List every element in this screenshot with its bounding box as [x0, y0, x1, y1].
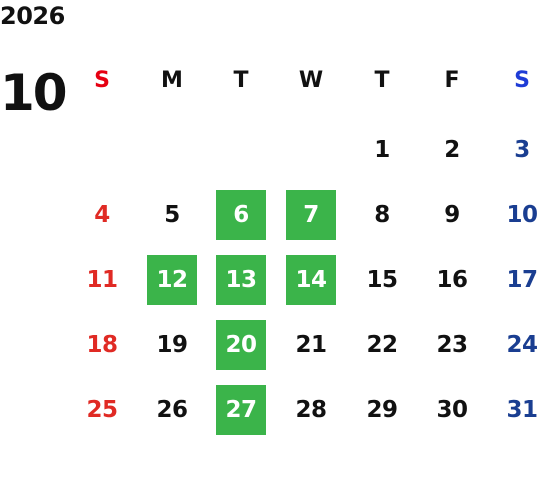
- highlighted-day-cell: 7: [286, 190, 336, 240]
- highlighted-day-cell: 13: [216, 255, 266, 305]
- weekday-header-saturday: S: [514, 68, 530, 93]
- day-cell: 15: [366, 267, 398, 293]
- day-cell: 21: [295, 332, 327, 358]
- day-cell: 28: [295, 397, 327, 423]
- weekday-header-wednesday: W: [298, 68, 324, 93]
- highlighted-day-cell: 12: [147, 255, 197, 305]
- weekday-header-friday: F: [444, 68, 460, 93]
- month-number: 10: [0, 64, 68, 122]
- day-cell: 18: [86, 332, 118, 358]
- day-cell: 16: [436, 267, 468, 293]
- day-cell: 10: [506, 202, 538, 228]
- day-cell: 2: [444, 137, 460, 163]
- day-cell: 8: [374, 202, 390, 228]
- day-cell: 17: [506, 267, 538, 293]
- weekday-header-monday: M: [161, 68, 183, 93]
- day-cell: 31: [506, 397, 538, 423]
- day-cell: 4: [94, 202, 110, 228]
- day-cell: 3: [514, 137, 530, 163]
- day-cell: 1: [374, 137, 390, 163]
- day-cell: 25: [86, 397, 118, 423]
- highlighted-day-cell: 6: [216, 190, 266, 240]
- highlighted-day-cell: 14: [286, 255, 336, 305]
- highlighted-day-cell: 27: [216, 385, 266, 435]
- weekday-header-sunday: S: [94, 68, 110, 93]
- weekday-header-thursday: T: [374, 68, 390, 93]
- year-label: 2026: [0, 2, 65, 30]
- day-cell: 5: [164, 202, 180, 228]
- day-cell: 19: [156, 332, 188, 358]
- highlighted-day-cell: 20: [216, 320, 266, 370]
- day-cell: 22: [366, 332, 398, 358]
- day-cell: 29: [366, 397, 398, 423]
- weekday-header-tuesday: T: [233, 68, 249, 93]
- day-cell: 24: [506, 332, 538, 358]
- day-cell: 23: [436, 332, 468, 358]
- day-cell: 26: [156, 397, 188, 423]
- day-cell: 11: [86, 267, 118, 293]
- day-cell: 9: [444, 202, 460, 228]
- day-cell: 30: [436, 397, 468, 423]
